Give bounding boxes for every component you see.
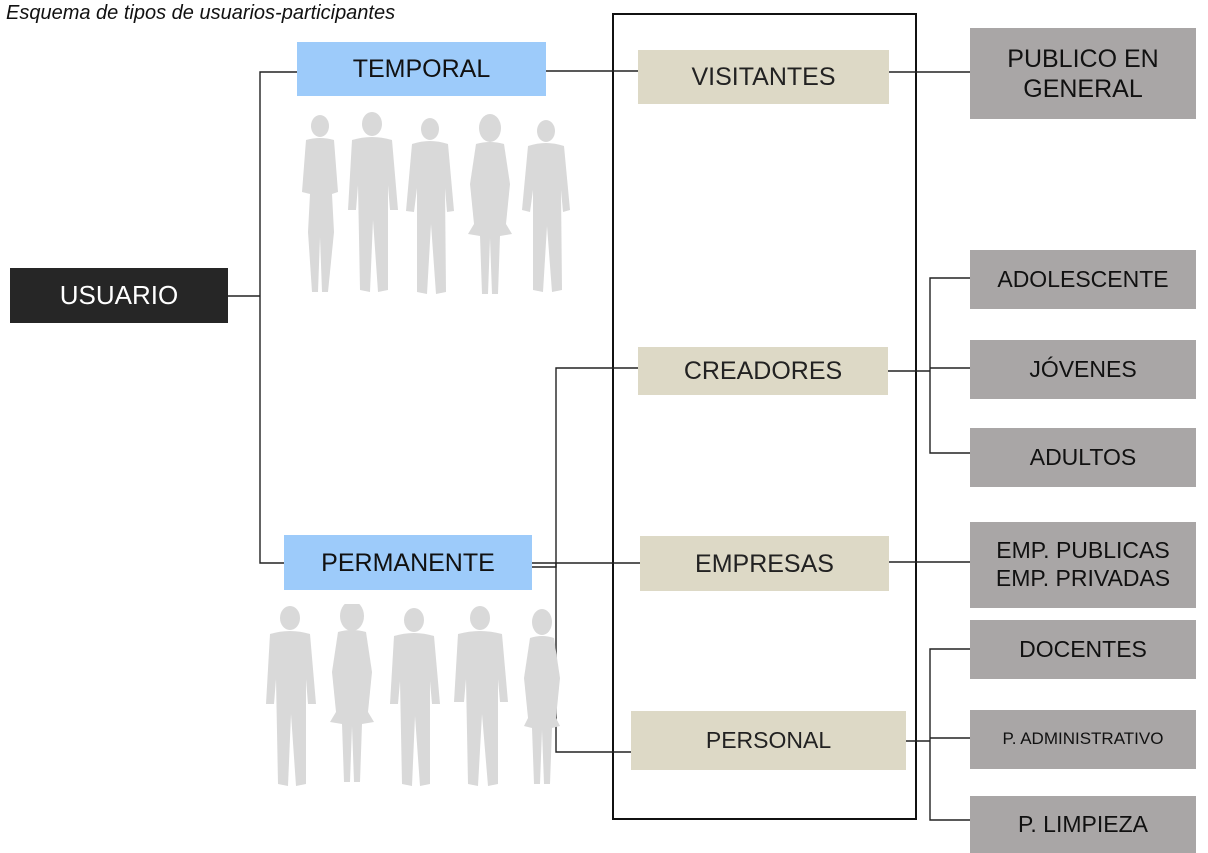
docentes-label: DOCENTES bbox=[1019, 635, 1147, 662]
temporal-label: TEMPORAL bbox=[352, 55, 491, 83]
empresas-node: EMPRESAS bbox=[640, 536, 889, 591]
empresas-label: EMPRESAS bbox=[695, 549, 834, 578]
permanente-people-icon bbox=[266, 604, 560, 786]
administrativo-node: P. ADMINISTRATIVO bbox=[970, 710, 1196, 769]
person-silhouette-icon bbox=[454, 606, 508, 786]
person-silhouette-icon bbox=[390, 608, 440, 786]
diagram-caption: Esquema de tipos de usuarios-participant… bbox=[6, 2, 396, 24]
person-silhouette-icon bbox=[302, 115, 338, 292]
limpieza-label: P. LIMPIEZA bbox=[1018, 810, 1148, 837]
jovenes-node: JÓVENES bbox=[970, 340, 1196, 399]
link-usuario-temporal bbox=[259, 71, 297, 564]
docentes-node: DOCENTES bbox=[970, 620, 1196, 679]
person-silhouette-icon bbox=[330, 604, 374, 782]
publico-general-line1: PUBLICO EN bbox=[1007, 44, 1159, 73]
person-silhouette-icon bbox=[524, 609, 560, 784]
publico-general-line2: GENERAL bbox=[1023, 74, 1143, 103]
permanente-node: PERMANENTE bbox=[284, 535, 532, 590]
jovenes-label: JÓVENES bbox=[1029, 355, 1137, 382]
adultos-node: ADULTOS bbox=[970, 428, 1196, 487]
emp-privadas-label: EMP. PRIVADAS bbox=[995, 565, 1171, 591]
publico-general-node: PUBLICO EN GENERAL bbox=[970, 28, 1196, 119]
person-silhouette-icon bbox=[266, 606, 316, 786]
usuario-label: USUARIO bbox=[59, 279, 179, 310]
personal-node: PERSONAL bbox=[631, 711, 906, 770]
usuario-node: USUARIO bbox=[10, 268, 228, 323]
person-silhouette-icon bbox=[522, 120, 570, 292]
personal-label: PERSONAL bbox=[705, 726, 832, 753]
person-silhouette-icon bbox=[406, 118, 454, 294]
emp-publicas-label: EMP. PUBLICAS bbox=[996, 537, 1170, 564]
adolescente-node: ADOLESCENTE bbox=[970, 250, 1196, 309]
person-silhouette-icon bbox=[468, 114, 512, 294]
administrativo-label: P. ADMINISTRATIVO bbox=[1002, 729, 1164, 749]
temporal-node: TEMPORAL bbox=[297, 42, 546, 96]
person-silhouette-icon bbox=[348, 112, 398, 292]
visitantes-node: VISITANTES bbox=[638, 50, 889, 104]
creadores-label: CREADORES bbox=[683, 357, 843, 385]
visitantes-label: VISITANTES bbox=[691, 63, 836, 91]
limpieza-node: P. LIMPIEZA bbox=[970, 796, 1196, 853]
link-personal-docentes-limpieza bbox=[929, 648, 970, 821]
link-creadores-adolescente-adultos bbox=[929, 277, 970, 454]
categories-frame bbox=[612, 13, 917, 820]
permanente-label: PERMANENTE bbox=[321, 548, 495, 577]
empresas-types-node: EMP. PUBLICAS EMP. PRIVADAS bbox=[970, 522, 1196, 608]
adolescente-label: ADOLESCENTE bbox=[997, 265, 1169, 292]
temporal-people-icon bbox=[302, 112, 570, 294]
link-permanente-creadores-personal bbox=[555, 367, 638, 753]
adultos-label: ADULTOS bbox=[1029, 443, 1137, 470]
creadores-node: CREADORES bbox=[638, 347, 888, 395]
